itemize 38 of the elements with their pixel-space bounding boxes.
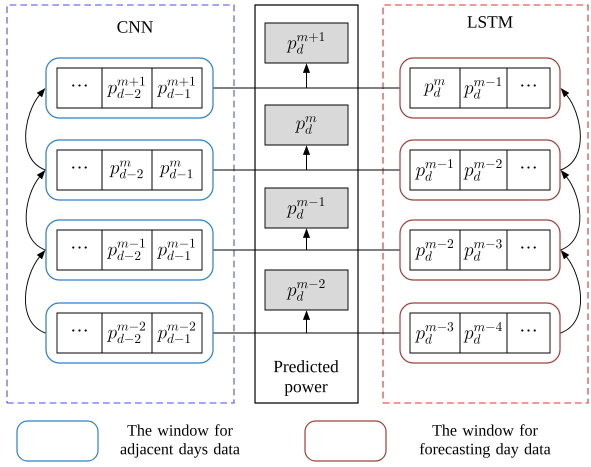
output-box: $p_{d}^{m-1}$ [264, 188, 348, 228]
data-cell: $p_{d}^{m-3}$ [460, 230, 508, 270]
window-box [399, 57, 561, 119]
window-box [399, 302, 561, 364]
output-box: $p_{d}^{m+1}$ [264, 22, 348, 64]
data-cell: ··· [56, 312, 102, 354]
window-box [399, 139, 561, 201]
data-cell: $p_{d-1}^{m}$ [152, 150, 202, 190]
data-cell: ··· [506, 230, 550, 270]
data-cell: $p_{d}^{m-2}$ [410, 230, 460, 270]
window-box [45, 302, 214, 364]
data-cell: $p_{d-1}^{m-1}$ [152, 230, 202, 270]
data-cell: $p_{d-1}^{m+1}$ [152, 68, 202, 108]
data-cell: $p_{d-2}^{m-2}$ [102, 312, 152, 354]
data-cell: $p_{d}^{m-1}$ [410, 150, 460, 190]
window-box [45, 57, 214, 119]
data-cell: $p_{d}^{m-3}$ [410, 312, 460, 354]
data-cell: $p_{d}^{m-4}$ [460, 312, 508, 354]
data-cell: $p_{d-1}^{m-2}$ [152, 312, 202, 354]
window-box [45, 219, 214, 281]
data-cell: $p_{d-2}^{m-1}$ [102, 230, 152, 270]
data-cell: $p_{d}^{m-1}$ [460, 68, 508, 108]
data-cell: $p_{d-2}^{m+1}$ [102, 68, 152, 108]
output-box: $p_{d}^{m}$ [264, 104, 348, 146]
legend-text: The window for forecasting day data [420, 424, 551, 458]
output-box: $p_{d}^{m-2}$ [264, 270, 348, 310]
data-cell: $p_{d}^{m}$ [410, 68, 460, 108]
data-cell: $p_{d}^{m-2}$ [460, 150, 508, 190]
data-cell: ··· [56, 150, 102, 190]
data-cell: ··· [56, 230, 102, 270]
data-cell: ··· [506, 312, 550, 354]
window-box [45, 139, 214, 201]
legend-text: The window for adjacent days data [120, 424, 240, 458]
data-cell: ··· [506, 150, 550, 190]
data-cell: $p_{d-2}^{m}$ [102, 150, 152, 190]
data-cell: ··· [56, 68, 102, 108]
data-cell: ··· [506, 68, 550, 108]
window-box [399, 219, 561, 281]
